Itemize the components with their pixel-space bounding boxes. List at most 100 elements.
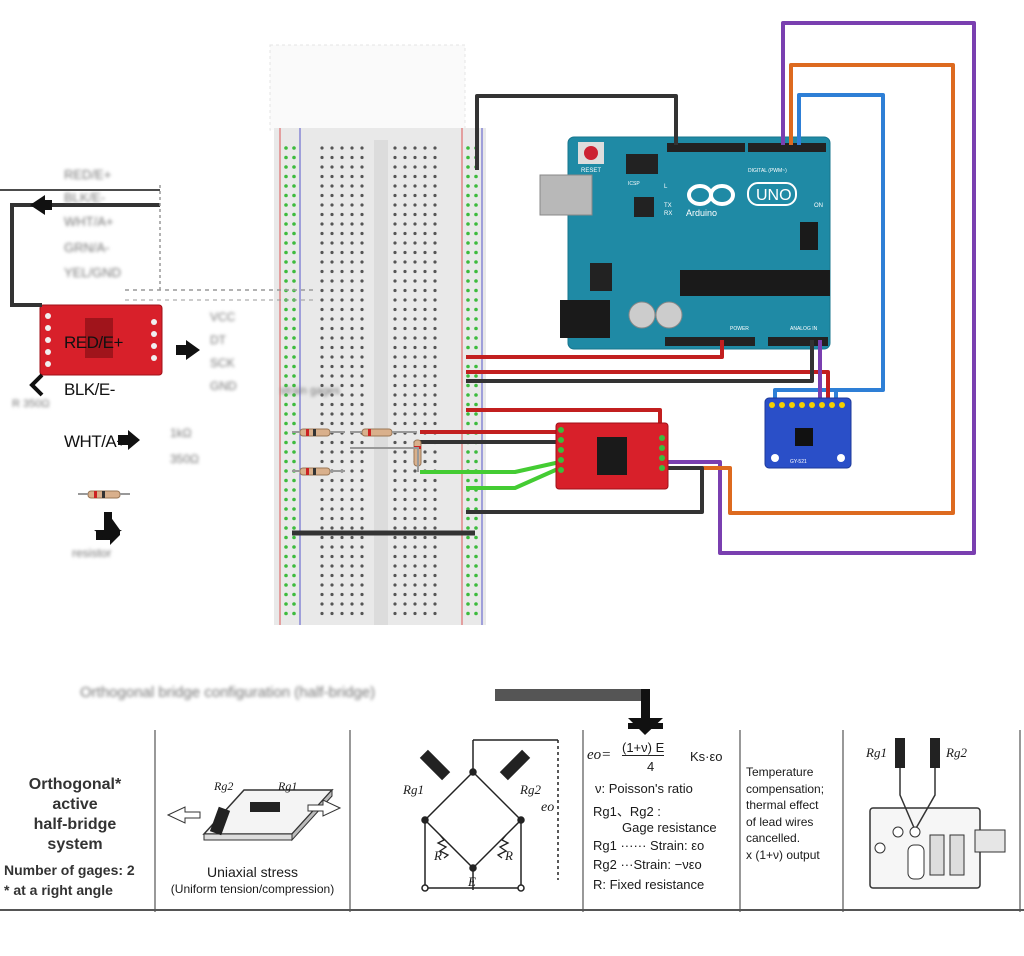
rail-hole xyxy=(284,269,288,274)
rail-hole xyxy=(474,583,478,587)
breadboard-hole xyxy=(393,260,397,264)
breadboard-hole xyxy=(423,554,427,559)
breadboard-hole xyxy=(423,526,427,530)
breadboard-hole xyxy=(433,231,437,236)
breadboard-hole xyxy=(433,421,437,426)
breadboard-hole xyxy=(413,526,417,530)
breadboard-hole xyxy=(350,288,354,293)
breadboard-hole xyxy=(423,592,427,597)
rail-hole xyxy=(292,326,296,331)
breadboard-hole xyxy=(403,383,407,388)
mpu-pin xyxy=(799,402,805,408)
breadboard-hole xyxy=(433,345,437,350)
svg-text:GY-521: GY-521 xyxy=(790,459,807,465)
breadboard-hole xyxy=(413,307,417,312)
rail-hole xyxy=(474,450,478,454)
breadboard-hole xyxy=(360,355,364,359)
breadboard-hole xyxy=(423,355,427,359)
breadboard-hole xyxy=(403,364,407,369)
rail-hole xyxy=(284,592,288,597)
breadboard-hole xyxy=(330,583,334,587)
breadboard-hole xyxy=(433,564,437,568)
rail-hole xyxy=(466,241,470,245)
breadboard-hole xyxy=(433,174,437,179)
rail-hole xyxy=(284,459,288,464)
hx711-legend-pin xyxy=(45,349,51,355)
breadboard-hole xyxy=(350,554,354,559)
breadboard xyxy=(269,44,486,625)
rail-hole xyxy=(284,412,288,416)
breadboard-hole xyxy=(403,165,407,169)
rail-hole xyxy=(466,279,470,283)
legend-blurred-4: GRN/A- xyxy=(64,240,110,255)
rail-hole xyxy=(474,516,478,521)
breadboard-hole xyxy=(320,364,324,369)
breadboard-hole xyxy=(320,345,324,350)
breadboard-hole xyxy=(423,383,427,388)
rail-hole xyxy=(466,393,470,397)
breadboard-hole xyxy=(393,222,397,226)
legend-blurred-6: VCC xyxy=(210,310,236,324)
breadboard-hole xyxy=(320,250,324,255)
breadboard-hole xyxy=(433,317,437,321)
rail-hole xyxy=(466,336,470,340)
breadboard-hole xyxy=(350,545,354,549)
breadboard-hole xyxy=(403,488,407,492)
breadboard-hole xyxy=(330,184,334,188)
breadboard-hole xyxy=(403,212,407,217)
breadboard-hole xyxy=(413,469,417,473)
digital-header-1 xyxy=(667,143,745,152)
breadboard-hole xyxy=(403,421,407,426)
breadboard-hole xyxy=(403,507,407,511)
breadboard-hole xyxy=(403,440,407,445)
breadboard-hole xyxy=(350,241,354,245)
breadboard-hole xyxy=(393,573,397,578)
breadboard-hole xyxy=(330,174,334,179)
breadboard-hole xyxy=(423,222,427,226)
rail-hole xyxy=(292,212,296,217)
breadboard-hole xyxy=(320,488,324,492)
breadboard-hole xyxy=(413,393,417,397)
breadboard-hole xyxy=(340,564,344,568)
rail-hole xyxy=(284,421,288,426)
breadboard-hole xyxy=(423,583,427,587)
breadboard-hole xyxy=(393,355,397,359)
breadboard-hole xyxy=(423,564,427,568)
rail-hole xyxy=(292,355,296,359)
breadboard-hole xyxy=(340,478,344,483)
rail-hole xyxy=(474,526,478,530)
breadboard-hole xyxy=(360,383,364,388)
rail-hole xyxy=(466,421,470,426)
rail-hole xyxy=(466,450,470,454)
breadboard-hole xyxy=(340,193,344,198)
breadboard-hole xyxy=(393,307,397,312)
breadboard-hole xyxy=(393,497,397,502)
breadboard-hole xyxy=(393,345,397,350)
breadboard-hole xyxy=(330,554,334,559)
rail-hole xyxy=(292,583,296,587)
breadboard-hole xyxy=(423,288,427,293)
breadboard-hole xyxy=(423,155,427,160)
footnote: * at a right angle xyxy=(4,882,113,898)
breadboard-hole xyxy=(393,364,397,369)
rail-hole xyxy=(474,611,478,616)
rail-hole xyxy=(466,231,470,236)
mpu-pin xyxy=(769,402,775,408)
breadboard-hole xyxy=(423,212,427,217)
breadboard-hole xyxy=(340,459,344,464)
breadboard-hole xyxy=(423,535,427,540)
breadboard-hole xyxy=(330,393,334,397)
rail-hole xyxy=(292,155,296,160)
breadboard-hole xyxy=(320,374,324,378)
breadboard-hole xyxy=(350,336,354,340)
breadboard-hole xyxy=(433,554,437,559)
rail-hole xyxy=(284,440,288,445)
rail-hole xyxy=(284,611,288,616)
breadboard-hole xyxy=(320,212,324,217)
wires xyxy=(292,21,976,555)
arrow-right-icon xyxy=(176,340,200,360)
breadboard-hole xyxy=(403,535,407,540)
breadboard-hole xyxy=(433,155,437,160)
breadboard-hole xyxy=(413,355,417,359)
label-wht-a-plus: WHT/A+ xyxy=(64,432,126,451)
